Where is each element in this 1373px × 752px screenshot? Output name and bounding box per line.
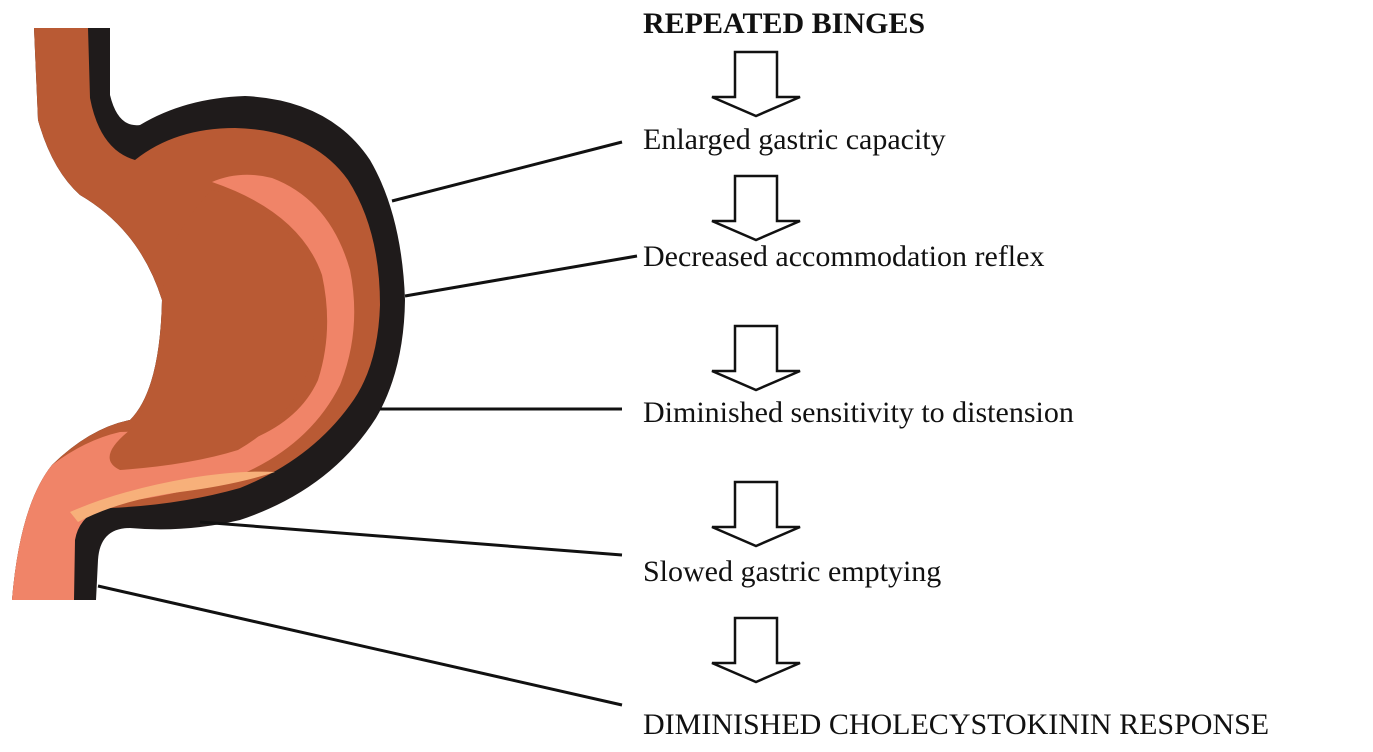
flow-title: REPEATED BINGES	[643, 7, 925, 41]
down-arrow-icon	[712, 52, 800, 116]
pointer-line-capacity	[392, 142, 622, 201]
pointer-line-emptying	[200, 522, 622, 555]
step-cholecystokinin-response: DIMINISHED CHOLECYSTOKININ RESPONSE	[643, 708, 1269, 742]
step-decreased-accommodation: Decreased accommodation reflex	[643, 240, 1044, 274]
pointer-line-cholecystokinin	[98, 586, 622, 705]
down-arrow-icon	[712, 326, 800, 390]
step-slowed-emptying: Slowed gastric emptying	[643, 555, 941, 589]
step-enlarged-capacity: Enlarged gastric capacity	[643, 123, 946, 157]
down-arrow-icon	[712, 482, 800, 546]
step-diminished-sensitivity: Diminished sensitivity to distension	[643, 396, 1074, 430]
pointer-line-accommodation	[405, 256, 637, 296]
down-arrow-icon	[712, 618, 800, 682]
stomach-illustration	[12, 28, 405, 600]
down-arrow-icon	[712, 176, 800, 240]
